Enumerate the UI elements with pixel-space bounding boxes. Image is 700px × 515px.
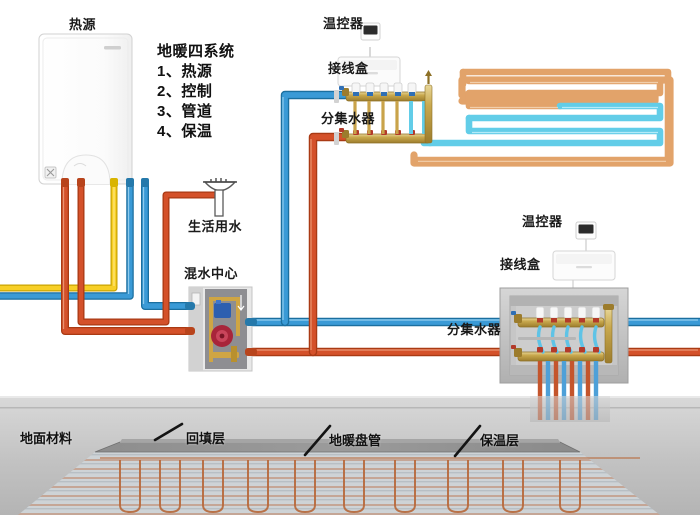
heating-coil-label: 地暖盘管 [329, 433, 382, 448]
system-item-1: 1、热源 [157, 63, 213, 80]
boiler-unit[interactable] [38, 33, 149, 187]
floor-cutaway [18, 439, 660, 515]
system-item-3: 3、管道 [157, 103, 213, 120]
heat-source-label: 热源 [69, 17, 97, 32]
floor-material-label: 地面材料 [20, 431, 73, 446]
manifold-top-label: 分集水器 [321, 111, 376, 126]
domestic-water-sink [203, 178, 237, 217]
upper-floor-heating-coil [410, 68, 674, 167]
cold-pipe-to-left [0, 179, 134, 300]
mixing-center-unit[interactable] [185, 286, 257, 372]
junction-box-top-label: 接线盒 [328, 61, 369, 76]
insulation-layer-label: 保温层 [480, 433, 520, 448]
backfill-layer-label: 回填层 [186, 431, 226, 446]
thermostat-top-label: 温控器 [323, 16, 364, 31]
gas-pipe-run [0, 179, 118, 292]
junction-box-bottom-label: 接线盒 [500, 257, 541, 272]
system-item-2: 2、控制 [157, 83, 213, 100]
hot-pipe-to-mixing-center [61, 179, 196, 335]
manifold-drop-pipes [530, 361, 610, 422]
domestic-water-label: 生活用水 [188, 219, 243, 234]
thermostat-bottom-label: 温控器 [522, 214, 563, 229]
cold-pipe-to-mixing-center [141, 179, 196, 310]
floor-label-leaders [153, 422, 482, 458]
hot-pipe-to-sink [77, 179, 219, 326]
system-heading: 地暖四系统 [157, 43, 235, 60]
mixing-center-label: 混水中心 [184, 266, 239, 281]
manifold-bottom-label: 分集水器 [447, 322, 502, 337]
manifold-upper[interactable] [334, 22, 433, 145]
manifold-lower-cabinet[interactable] [499, 221, 629, 384]
system-item-4: 4、保温 [157, 123, 213, 140]
system-title-block: 地暖四系统 1、热源 2、控制 3、管道 4、保温 [157, 42, 235, 142]
